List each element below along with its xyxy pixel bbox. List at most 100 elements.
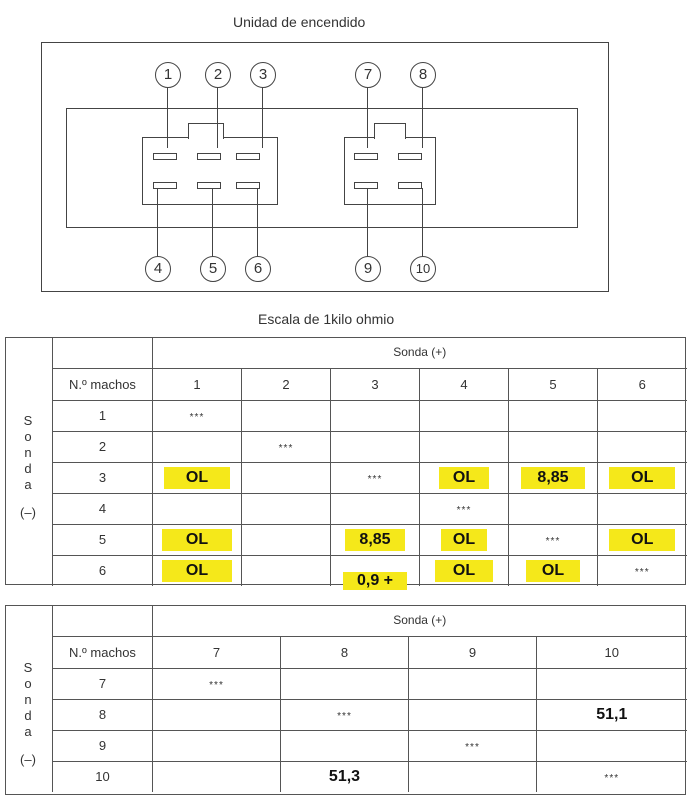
table-cell-value: 51,1 [596, 705, 628, 723]
table2-col-header: 9 [408, 635, 537, 669]
table1-probe-letter: S [23, 413, 33, 428]
table-row: 8 *** 51,1 [52, 698, 687, 731]
table1-corner-label: N.º machos [52, 367, 153, 401]
pin-label-9: 9 [355, 256, 381, 282]
pin-slot-10 [398, 182, 422, 189]
table-cell: *** [634, 567, 650, 579]
table1-row-header: 1 [52, 399, 153, 432]
scale-label: Escala de 1kilo ohmio [258, 311, 395, 327]
pin-5-leader [212, 188, 213, 258]
table-cell-value: 51,3 [328, 767, 361, 785]
table-row: 4 *** [52, 492, 687, 525]
table1-probe-minus: S o n d a (–) [0, 413, 56, 521]
table-cell: *** [465, 742, 480, 753]
pin-8-leader [422, 86, 423, 148]
table-cell: *** [367, 474, 383, 485]
pin-slot-3 [236, 153, 260, 160]
table-cell: *** [604, 773, 620, 785]
table-row: 1 *** [52, 399, 687, 432]
pin-4-leader [157, 188, 158, 258]
table2-probe-minus: S o n d a (–) [0, 660, 56, 768]
pin-10-leader [422, 188, 423, 258]
table1-col-header: 3 [330, 367, 420, 401]
table2-corner-blank [52, 605, 153, 637]
table1-probe-letter: n [24, 445, 32, 460]
table2-row-header: 7 [52, 667, 153, 700]
table1-probe-letter: o [24, 429, 32, 444]
table-row: 3 OL *** OL 8,85 OL [52, 461, 687, 494]
table-cell-highlighted: OL [609, 466, 676, 489]
table-cell: *** [337, 711, 352, 722]
table-cell-highlighted: OL [163, 466, 231, 489]
table-cell: *** [456, 505, 472, 516]
table-cell-highlighted: OL [525, 559, 581, 582]
pin-slot-7 [354, 153, 378, 160]
pin-label-7: 7 [355, 62, 381, 88]
pin-2-leader [217, 86, 218, 148]
pin-label-10: 10 [410, 256, 436, 282]
connector-right-latch [374, 123, 406, 139]
table-cell-highlighted: OL [434, 559, 494, 582]
table-row: 9 *** [52, 729, 687, 762]
table1: Sonda (+) N.º machos 1 2 3 4 5 6 1 *** 2… [52, 337, 687, 590]
table-row: 7 *** [52, 667, 687, 700]
table-cell-highlighted: OL [161, 559, 233, 582]
table1-probe-sign: (–) [20, 505, 36, 520]
ignition-unit-body [66, 108, 578, 228]
pin-label-8: 8 [410, 62, 436, 88]
table2: Sonda (+) N.º machos 7 8 9 10 7 *** 8 **… [52, 605, 687, 792]
table2-probe-letter: d [24, 708, 32, 723]
table-row: 6 OL 0,9 + OL OL *** [52, 554, 687, 590]
table-cell-highlighted: OL [161, 528, 233, 551]
table2-probe-letter: n [24, 692, 32, 707]
table1-row-header: 6 [52, 554, 153, 586]
ignition-unit-outline [41, 42, 609, 292]
table1-probe-letter: a [24, 477, 32, 492]
pin-9-leader [367, 188, 368, 258]
table2-row-header: 8 [52, 698, 153, 731]
pin-slot-6 [236, 182, 260, 189]
table-cell: *** [189, 412, 205, 423]
pin-label-1: 1 [155, 62, 181, 88]
table-cell-highlighted: OL [438, 466, 490, 489]
diagram-title: Unidad de encendido [233, 14, 366, 30]
table-cell-highlighted: OL [609, 528, 676, 551]
table2-col-header: 7 [152, 635, 281, 669]
table1-col-header: 4 [419, 367, 509, 401]
table1-col-header: 1 [152, 367, 242, 401]
table1-col-header: 5 [508, 367, 598, 401]
pin-label-6: 6 [245, 256, 271, 282]
table2-probe-plus: Sonda (+) [151, 605, 687, 637]
pin-6-leader [257, 188, 258, 258]
table2-row-header: 9 [52, 729, 153, 762]
table2-row-header: 10 [52, 760, 153, 792]
table1-row-header: 2 [52, 430, 153, 463]
table2-corner-label: N.º machos [52, 635, 153, 669]
pin-slot-9 [354, 182, 378, 189]
table-cell-highlighted: 8,85 [521, 466, 585, 489]
table-cell: *** [545, 536, 561, 547]
table2-probe-letter: o [24, 676, 32, 691]
pin-slot-8 [398, 153, 422, 160]
table1-probe-plus: Sonda (+) [151, 337, 687, 369]
table-cell: *** [209, 680, 224, 691]
table-cell-highlighted: 0,9 + [342, 572, 408, 590]
pin-label-5: 5 [200, 256, 226, 282]
table-cell-highlighted: OL [440, 528, 488, 551]
table2-col-header: 8 [280, 635, 409, 669]
table1-col-header: 2 [241, 367, 331, 401]
table-row: 5 OL 8,85 OL *** OL [52, 523, 687, 556]
table1-row-header: 3 [52, 461, 153, 494]
table1-corner-blank [52, 337, 153, 369]
table-row: 10 51,3 *** [52, 760, 687, 792]
table-cell-highlighted: 8,85 [345, 528, 405, 551]
table2-probe-letter: a [24, 724, 32, 739]
pin-slot-1 [153, 153, 177, 160]
pin-slot-4 [153, 182, 177, 189]
pin-label-3: 3 [250, 62, 276, 88]
pin-1-leader [167, 86, 168, 148]
table2-col-header: 10 [535, 635, 687, 669]
table2-probe-letter: S [23, 660, 33, 675]
table1-row-header: 4 [52, 492, 153, 525]
pin-3-leader [262, 86, 263, 148]
